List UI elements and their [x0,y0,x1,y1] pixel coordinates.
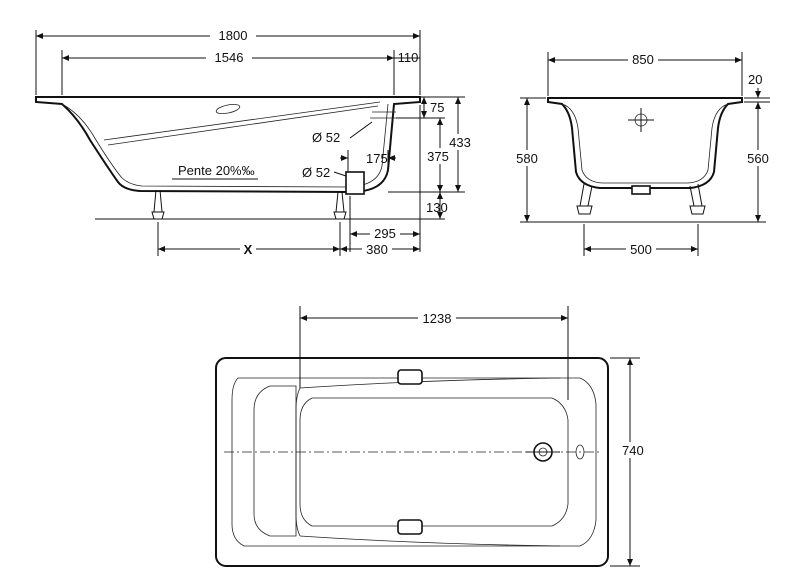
dim-inner-length: 1546 [215,50,244,65]
dim-end-height-right: 560 [747,151,769,166]
dim-total-width: 740 [622,443,644,458]
dim-rim-end: 110 [398,50,419,65]
top-view: 1238 740 [215,306,652,567]
dim-inner-bottom-length: 1238 [423,311,452,326]
dim-end-height-left: 580 [516,151,538,166]
dim-leg-width: 500 [630,242,652,257]
dim-total-height-side: 433 [449,135,471,150]
end-legs [576,183,706,215]
dim-overflow-diameter: Ø 52 [312,130,340,145]
dim-leg-spacing: X [244,242,253,257]
dim-leg-offset: 380 [366,242,388,257]
dim-overflow-height: 375 [427,149,449,164]
side-view: 1800 1546 110 75 433 375 130 Ø 52 [35,26,474,257]
side-legs [151,189,347,220]
dim-rim-thickness: 20 [748,72,762,87]
slope-note: Pente 20%‰ [178,163,255,178]
dim-drain-diameter: Ø 52 [302,165,330,180]
dim-drain-offset: 295 [374,226,396,241]
dim-total-length: 1800 [219,28,248,43]
dim-overflow-offset: 175 [366,151,388,166]
dim-floor-height: 130 [426,200,448,215]
end-view: 850 20 580 560 500 [512,51,773,257]
dim-rim-height: 75 [430,100,444,115]
dim-end-width: 850 [632,52,654,67]
